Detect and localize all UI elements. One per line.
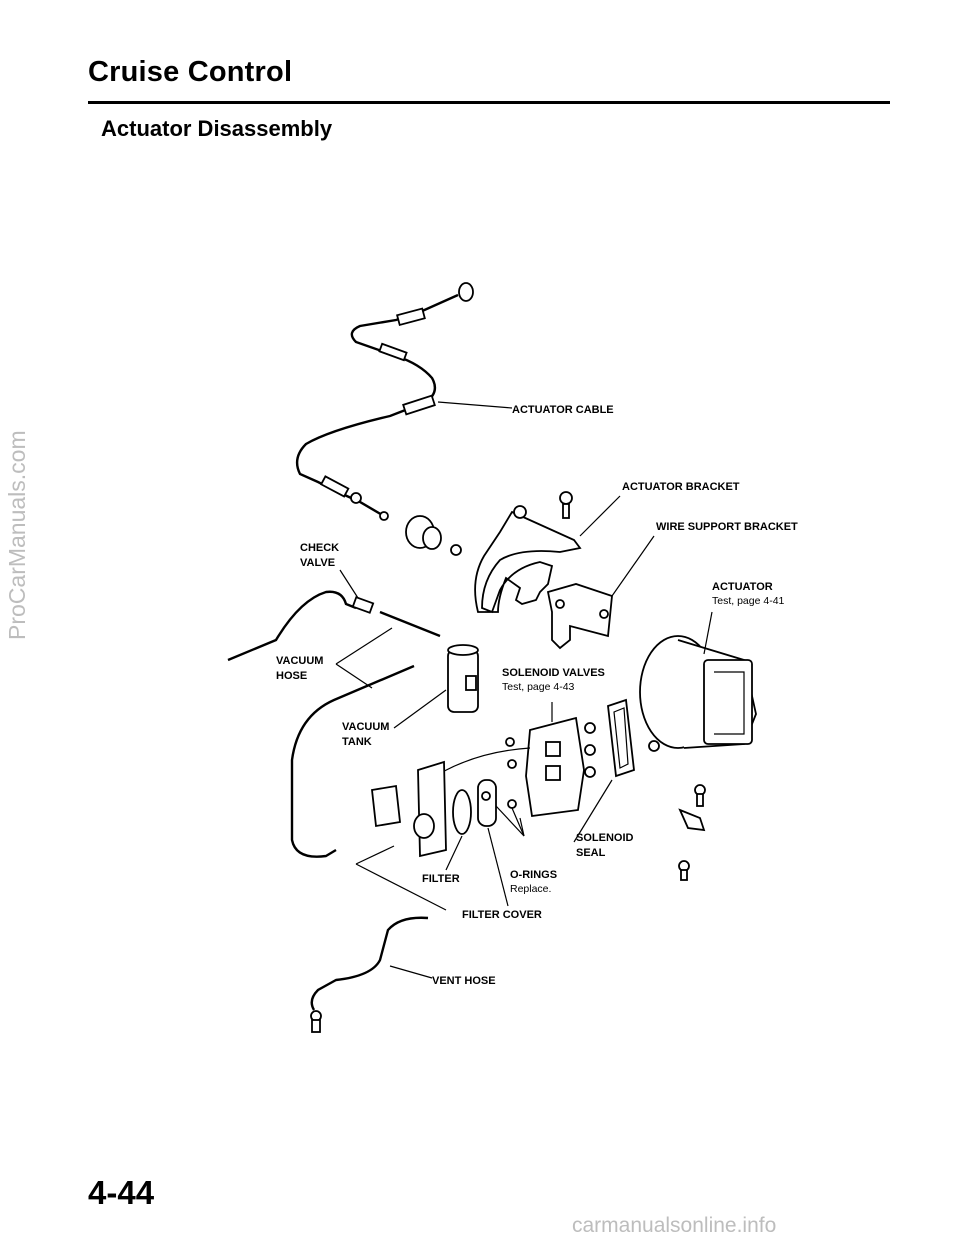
label-solenoid-valves-note: Test, page 4-43 — [502, 681, 575, 693]
label-vent-hose: VENT HOSE — [432, 975, 496, 987]
vacuum-tank-part — [447, 644, 479, 713]
actuator-part — [639, 635, 757, 752]
label-solenoid-seal-line2: SEAL — [576, 847, 606, 859]
watermark-bottom: carmanualsonline.info — [572, 1214, 777, 1237]
label-wire-support-bracket: WIRE SUPPORT BRACKET — [656, 521, 798, 533]
label-o-rings-note: Replace. — [510, 883, 551, 895]
bolts — [678, 784, 706, 881]
actuator-bracket-part — [474, 491, 582, 614]
label-actuator-bracket: ACTUATOR BRACKET — [622, 481, 740, 493]
filter-assembly-part — [371, 760, 497, 858]
label-check-valve-line1: CHECK — [300, 542, 339, 554]
label-o-rings: O-RINGS — [510, 869, 557, 881]
cable-boot — [405, 515, 462, 556]
watermark-left: ProCarManuals.com — [4, 430, 30, 640]
label-check-valve-line2: VALVE — [300, 557, 335, 569]
actuator-cable — [295, 282, 474, 521]
solenoid-seal-part — [607, 698, 635, 778]
section-title: Actuator Disassembly — [101, 116, 333, 141]
title-rule — [88, 101, 890, 104]
page-number: 4-44 — [88, 1174, 155, 1211]
solenoid-valves-part — [425, 716, 596, 818]
label-filter: FILTER — [422, 873, 460, 885]
label-solenoid-valves: SOLENOID VALVES — [502, 667, 605, 679]
label-actuator-cable: ACTUATOR CABLE — [512, 404, 614, 416]
label-solenoid-seal-line1: SOLENOID — [576, 832, 634, 844]
wire-support-bracket-part — [546, 583, 613, 650]
label-actuator: ACTUATOR — [712, 581, 773, 593]
leader-lines — [335, 401, 713, 979]
vent-hose-part — [310, 916, 429, 1033]
vacuum-hose-assembly — [227, 590, 441, 858]
page-title: Cruise Control — [88, 56, 293, 88]
label-vacuum-hose-line2: HOSE — [276, 670, 307, 682]
label-actuator-note: Test, page 4-41 — [712, 595, 785, 607]
label-vacuum-hose-line1: VACUUM — [276, 655, 323, 667]
label-vacuum-tank-line2: TANK — [342, 736, 372, 748]
label-vacuum-tank-line1: VACUUM — [342, 721, 389, 733]
label-filter-cover: FILTER COVER — [462, 909, 542, 921]
